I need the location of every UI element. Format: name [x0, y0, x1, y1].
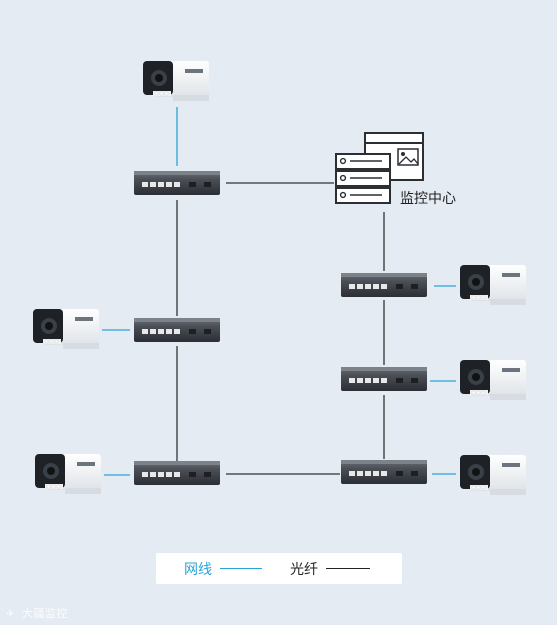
watermark-logo-icon: ✈: [6, 609, 15, 620]
fiber-cable-lines: [176, 182, 385, 475]
legend-fiber-label: 光纤: [290, 561, 318, 578]
switch-right-3: [341, 460, 427, 484]
legend-network-label: 网线: [184, 561, 212, 578]
monitoring-center-icon: [335, 132, 424, 204]
camera-right-2: [459, 359, 527, 401]
watermark-text: 大疆监控: [21, 607, 68, 620]
switch-left-middle: [134, 318, 220, 342]
camera-left-middle: [32, 308, 100, 350]
legend-item-fiber: 光纤: [262, 559, 370, 579]
monitoring-center-label: 监控中心: [400, 191, 456, 207]
legend: 网线 光纤: [156, 553, 402, 584]
camera-top: [142, 60, 210, 102]
legend-fiber-line: [326, 568, 370, 569]
network-cable-lines: [102, 107, 456, 476]
camera-right-3: [459, 454, 527, 496]
legend-item-network: 网线: [156, 559, 262, 579]
switch-right-2: [341, 367, 427, 391]
camera-left-bottom: [34, 453, 102, 495]
switch-right-1: [341, 273, 427, 297]
switch-left-bottom: [134, 461, 220, 485]
camera-right-1: [459, 264, 527, 306]
switch-top: [134, 171, 220, 195]
legend-network-line: [220, 568, 262, 569]
watermark: ✈ 大疆监控: [6, 605, 68, 621]
